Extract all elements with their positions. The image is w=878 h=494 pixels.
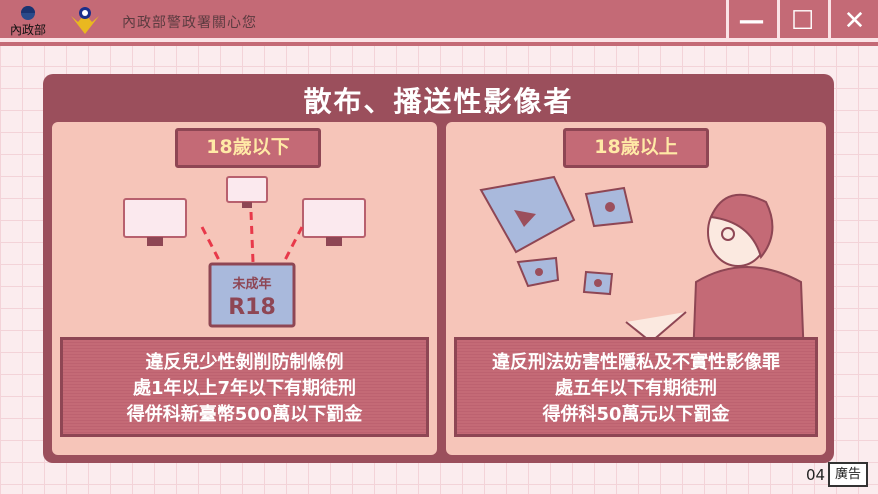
page-title: 散布、播送性影像者 xyxy=(303,85,574,118)
penalty-line: 違反兒少性剝削防制條例 xyxy=(145,352,344,373)
minimize-button[interactable]: — xyxy=(726,0,774,42)
svg-text:內政部: 內政部 xyxy=(10,22,46,37)
penalty-line: 得併科新臺幣500萬以下罰金 xyxy=(126,404,363,425)
age-tag-under-18: 18歲以下 xyxy=(175,128,321,168)
police-emblem-icon xyxy=(71,7,99,34)
penalty-line: 處1年以上7年以下有期徒刑 xyxy=(132,378,357,399)
title-bar: 內政部 內政部警政署關心您 — ☐ ✕ xyxy=(0,0,878,46)
right-penalty-box: 違反刑法妨害性隱私及不實性影像罪 處五年以下有期徒刑 得併科50萬元以下罰金 xyxy=(454,337,818,437)
right-card: 18歲以上 違反刑法妨害性隱私及不實性影像罪 處五年以下有期徒刑 得併科50萬元… xyxy=(446,122,826,455)
maximize-button[interactable]: ☐ xyxy=(777,0,825,42)
age-tag-over-18: 18歲以上 xyxy=(563,128,709,168)
penalty-line: 得併科50萬元以下罰金 xyxy=(542,404,730,425)
app-title: 內政部警政署關心您 xyxy=(122,15,257,31)
monitors-illustration: 未成年 R18 xyxy=(123,176,366,328)
penalty-line: 違反刑法妨害性隱私及不實性影像罪 xyxy=(492,352,780,373)
main-panel: 散布、播送性影像者 18歲以下 未成年 R18 違反兒少性剝削防制條例 處1年以… xyxy=(43,74,834,463)
page-number: 04 xyxy=(806,466,826,484)
ad-label: 廣告 xyxy=(828,462,868,487)
badge-line1: 未成年 xyxy=(231,276,271,292)
left-card: 18歲以下 未成年 R18 違反兒少性剝削防制條例 處1年以上7年以下有期徒刑 … xyxy=(52,122,437,455)
close-button[interactable]: ✕ xyxy=(828,0,878,42)
moi-logo: 內政部 xyxy=(10,6,46,37)
penalty-line: 處五年以下有期徒刑 xyxy=(555,378,717,399)
person-with-photos-illustration xyxy=(479,175,805,342)
left-penalty-box: 違反兒少性剝削防制條例 處1年以上7年以下有期徒刑 得併科新臺幣500萬以下罰金 xyxy=(60,337,429,437)
badge-line2: R18 xyxy=(228,295,276,320)
